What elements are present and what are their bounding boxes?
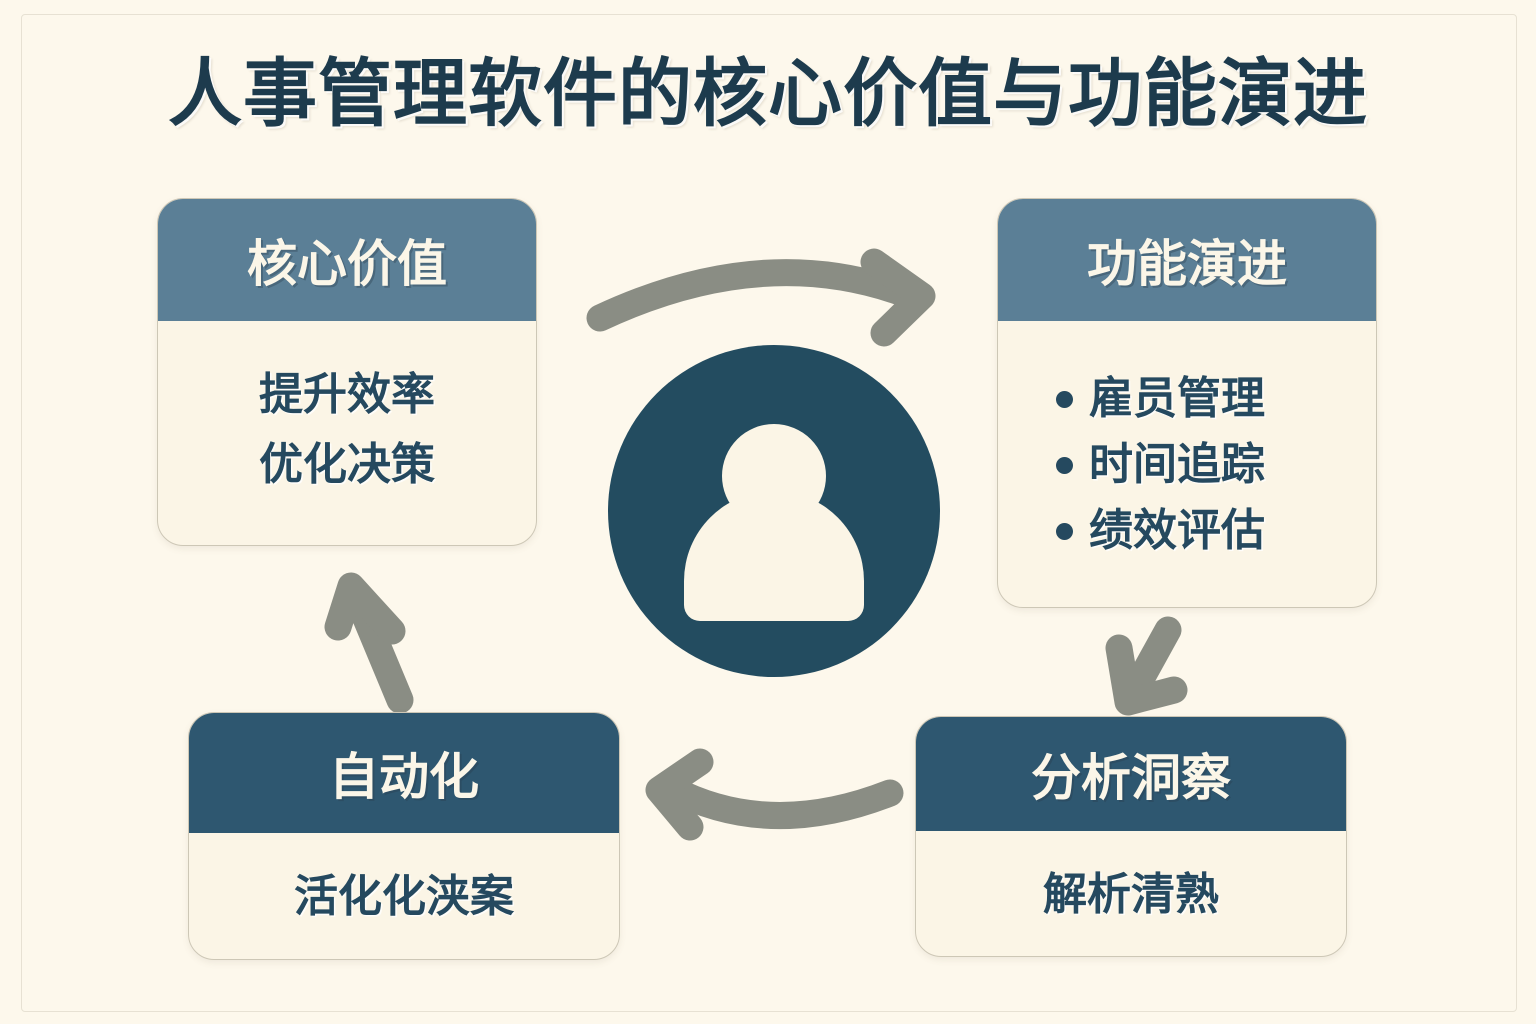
card-analytics[interactable]: 分析洞察 解析清熟 xyxy=(915,716,1347,957)
page-title: 人事管理软件的核心价值与功能演进 xyxy=(168,52,1368,135)
arrow-automation-to-core-value xyxy=(324,572,414,714)
card-feature-evolution-body: 雇员管理 时间追踪 绩效评估 xyxy=(998,321,1376,607)
card-automation-header: 自动化 xyxy=(189,713,619,833)
bullet-dot-icon xyxy=(1056,390,1073,408)
card-feature-evolution-bullet-3: 绩效评估 xyxy=(1089,506,1265,555)
bullet-dot-icon xyxy=(1056,522,1073,540)
card-feature-evolution[interactable]: 功能演进 雇员管理 时间追踪 绩效评估 xyxy=(997,198,1377,608)
person-icon xyxy=(608,345,940,677)
card-feature-evolution-bullet-1: 雇员管理 xyxy=(1089,374,1265,423)
card-core-value-line-1: 提升效率 xyxy=(259,370,435,419)
card-core-value-line-2: 优化决策 xyxy=(259,440,435,489)
card-core-value-body: 提升效率 优化决策 xyxy=(158,321,536,545)
arrow-analytics-to-automation xyxy=(645,748,904,841)
card-automation-line-1: 活化化浃案 xyxy=(294,872,514,921)
arrow-feature-evolution-to-analytics xyxy=(1105,616,1188,716)
card-core-value[interactable]: 核心价值 提升效率 优化决策 xyxy=(157,198,537,546)
card-automation[interactable]: 自动化 活化化浃案 xyxy=(188,712,620,960)
card-analytics-line-1: 解析清熟 xyxy=(1043,869,1219,919)
list-item: 雇员管理 xyxy=(1056,372,1265,426)
card-analytics-body: 解析清熟 xyxy=(916,831,1346,956)
card-feature-evolution-bullet-2: 时间追踪 xyxy=(1089,440,1265,489)
card-automation-body: 活化化浃案 xyxy=(189,833,619,959)
arrow-core-value-to-feature-evolution xyxy=(586,248,936,347)
card-analytics-header: 分析洞察 xyxy=(916,717,1346,831)
card-feature-evolution-header: 功能演进 xyxy=(998,199,1376,321)
card-core-value-header: 核心价值 xyxy=(158,199,536,321)
bullet-dot-icon xyxy=(1056,456,1073,474)
list-item: 时间追踪 xyxy=(1056,438,1265,492)
list-item: 绩效评估 xyxy=(1056,504,1265,558)
